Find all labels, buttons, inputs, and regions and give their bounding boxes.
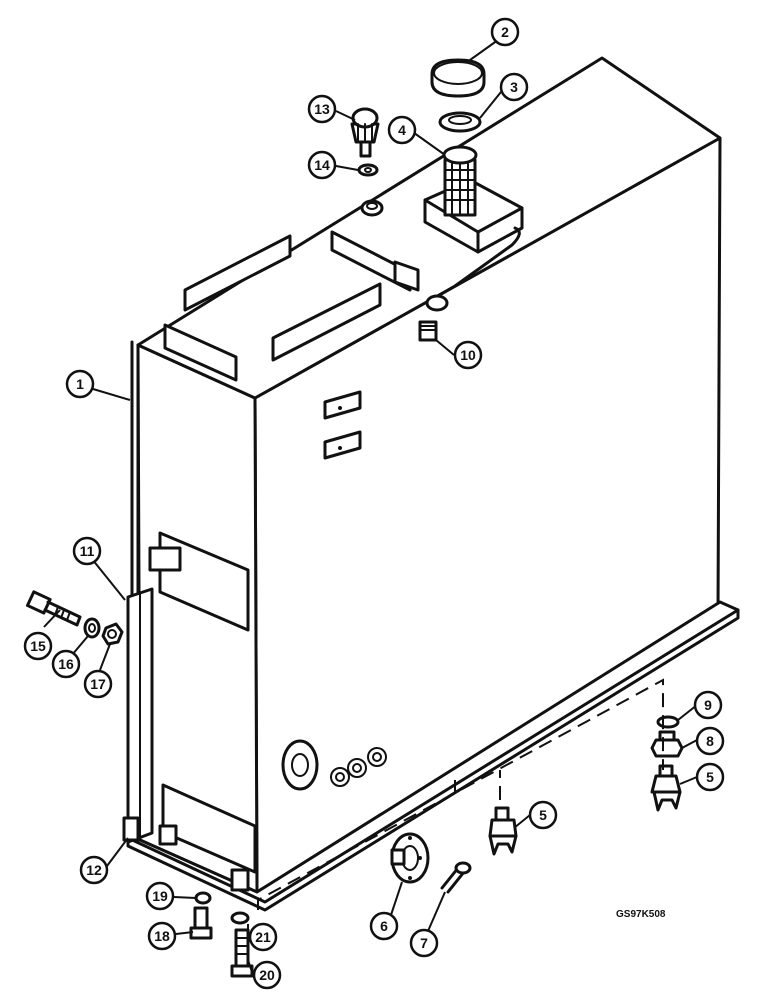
callout-label-2: 2: [501, 24, 509, 40]
fitting-5-right: [650, 764, 682, 812]
bolt-15: [25, 590, 82, 627]
callout-label-6: 6: [380, 918, 388, 934]
washer-21: [230, 911, 250, 925]
rail-part-11: [126, 587, 154, 844]
callout-17: 17: [83, 669, 113, 699]
callout-4: 4: [387, 115, 417, 145]
assembly-dash-lines: [257, 678, 664, 910]
callout-label-5-right: 5: [706, 769, 714, 785]
callout-9: 9: [693, 690, 723, 720]
filler-cap: [430, 58, 486, 98]
callout-label-13: 13: [314, 101, 330, 117]
callout-label-12: 12: [86, 862, 102, 878]
flange-6: [390, 832, 430, 884]
callout-16: 16: [51, 649, 81, 679]
top-mounting-brackets: [163, 230, 420, 382]
callout-label-11: 11: [80, 543, 95, 559]
callout-21: 21: [248, 922, 278, 952]
hydraulic-tank: [126, 56, 740, 912]
callout-label-15: 15: [30, 638, 46, 654]
callout-label-5-center: 5: [539, 807, 547, 823]
callout-label-20: 20: [259, 967, 275, 983]
callout-label-19: 19: [152, 888, 168, 904]
callout-label-7: 7: [420, 935, 428, 951]
top-fitting: [360, 199, 384, 217]
callout-label-9: 9: [704, 697, 712, 713]
bolt-18: [189, 906, 213, 940]
callout-label-21: 21: [255, 929, 271, 945]
front-bracket-plate: [148, 531, 250, 632]
callout-label-8: 8: [706, 733, 714, 749]
callout-5-center: 5: [528, 800, 558, 830]
fitting-5-center: [488, 806, 518, 856]
cap-gasket: [438, 111, 482, 133]
washer-19: [194, 891, 212, 905]
bolt-20: [230, 928, 254, 978]
drawing-code: GS97K508: [616, 909, 666, 920]
callout-20: 20: [252, 960, 282, 990]
callout-label-14: 14: [314, 157, 330, 173]
leader-lines: [43, 39, 698, 973]
callout-13: 13: [307, 94, 337, 124]
screw-7: [440, 861, 472, 894]
callout-8: 8: [695, 726, 725, 756]
lower-plate: [158, 783, 257, 892]
callout-14: 14: [307, 150, 337, 180]
callout-label-10: 10: [460, 347, 476, 363]
callout-1: 1: [65, 369, 95, 399]
adapter-8: [650, 730, 684, 758]
callout-19: 19: [145, 881, 175, 911]
callout-label-17: 17: [90, 676, 106, 692]
breather: [350, 107, 380, 158]
flange-port: [281, 739, 319, 791]
callout-3: 3: [499, 72, 529, 102]
filler-neck: [423, 145, 524, 312]
callout-10: 10: [453, 340, 483, 370]
callout-label-1: 1: [76, 376, 84, 392]
callout-12: 12: [79, 855, 109, 885]
callout-15: 15: [23, 631, 53, 661]
callout-18: 18: [147, 921, 177, 951]
callout-label-3: 3: [510, 79, 518, 95]
o-ring-9: [656, 715, 680, 729]
callout-label-18: 18: [154, 928, 170, 944]
callout-label-4: 4: [398, 122, 406, 138]
callout-label-16: 16: [58, 656, 74, 672]
callout-5-right: 5: [695, 762, 725, 792]
drain-ports: [330, 747, 387, 787]
callout-7: 7: [409, 928, 439, 958]
washer-16: [83, 617, 101, 639]
plug-part-10: [418, 320, 438, 342]
block-part-12: [122, 816, 140, 842]
nut-17: [101, 622, 124, 646]
callout-6: 6: [369, 911, 399, 941]
washer-14: [357, 163, 379, 177]
callout-11: 11: [72, 536, 102, 566]
side-clips: [323, 390, 362, 460]
callout-2: 2: [490, 17, 520, 47]
